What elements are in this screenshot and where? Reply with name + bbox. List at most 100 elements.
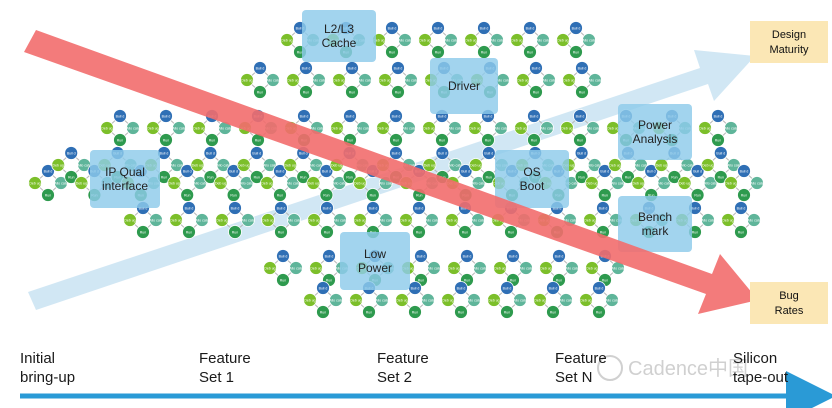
debug-node-label: Deb ug — [287, 79, 298, 83]
run-node-label: Run — [625, 176, 631, 180]
feature-box-shape — [495, 150, 569, 208]
allocate-node-label: Allo cate — [358, 79, 371, 83]
debug-node-label: Deb ug — [423, 127, 434, 131]
run-node — [316, 305, 330, 319]
feature-box-driver: Driver — [430, 58, 498, 114]
allocate-node-label: Allo cate — [588, 164, 601, 168]
debug-node — [418, 33, 432, 47]
allocate-node-label: Allo cate — [701, 219, 714, 223]
watermark-text: Cadence中国 — [628, 357, 748, 380]
allocate-node-label: Allo cate — [611, 267, 624, 271]
build-node-label: Buil d — [578, 67, 587, 71]
build-node-label: Buil d — [322, 170, 331, 174]
debug-node-label: Deb ug — [442, 299, 453, 303]
debug-node-label: Deb ug — [633, 182, 644, 186]
run-node-label: Run — [232, 231, 238, 235]
build-node-label: Buil d — [319, 287, 328, 291]
run-node-label: Run — [577, 139, 583, 143]
feature-box-label: Driver — [448, 79, 480, 93]
allocate-node-label: Allo cate — [448, 127, 461, 131]
run-node — [299, 85, 313, 99]
debug-node — [51, 158, 66, 172]
debug-node — [608, 158, 622, 172]
run-node-label: Run — [600, 231, 606, 235]
run-node-label: Run — [741, 194, 747, 198]
debug-node — [260, 176, 274, 190]
allocate-node-label: Allo cate — [657, 182, 670, 186]
debug-node-label: Deb ug — [607, 127, 618, 131]
build-node-label: Buil d — [693, 170, 702, 174]
debug-node — [584, 176, 599, 190]
build-node-label: Buil d — [438, 115, 447, 119]
run-node-label: Run — [255, 139, 261, 143]
run-node — [527, 133, 541, 147]
build-node-label: Buil d — [44, 170, 53, 174]
allocate-node — [540, 121, 554, 135]
build-node — [573, 109, 587, 123]
run-node-label: Run — [416, 231, 422, 235]
debug-node-label: Deb ug — [540, 267, 551, 271]
debug-node-label: Deb ug — [304, 299, 315, 303]
allocate-node — [519, 261, 533, 275]
debug-node-label: Deb ug — [170, 219, 181, 223]
debug-node-label: Deb ug — [101, 127, 112, 131]
allocate-node — [586, 121, 600, 135]
build-node — [113, 109, 127, 123]
debug-node — [263, 261, 277, 275]
build-node-label: Buil d — [740, 170, 749, 174]
run-node — [734, 225, 748, 239]
run-node-label: Run — [297, 51, 303, 55]
allocate-node-label: Allo cate — [494, 127, 507, 131]
run-node-label: Run — [464, 279, 470, 283]
allocate-node — [149, 213, 163, 227]
run-node-label: Run — [531, 139, 537, 143]
allocate-node-label: Allo cate — [240, 182, 253, 186]
debug-node-label: Deb ug — [147, 127, 158, 131]
build-node — [180, 164, 195, 178]
build-node-label: Buil d — [484, 152, 493, 156]
run-node-label: Run — [738, 231, 744, 235]
debug-node-label: Deb ug — [285, 164, 296, 168]
run-node-label: Run — [140, 231, 146, 235]
allocate-node-label: Allo cate — [54, 182, 67, 186]
build-node-label: Buil d — [279, 255, 288, 259]
debug-node-label: Deb ug — [192, 164, 203, 168]
design-maturity-box — [750, 21, 828, 63]
milestone-initial-bring-up: Initial bring-up — [20, 350, 76, 386]
allocate-node-label: Allo cate — [241, 219, 254, 223]
allocate-node-label: Allo cate — [286, 182, 299, 186]
allocate-node-label: Allo cate — [404, 79, 417, 83]
allocate-node — [467, 293, 481, 307]
run-node-label: Run — [230, 194, 236, 198]
build-node — [431, 21, 445, 35]
debug-node — [631, 176, 646, 190]
run-node-label: Run — [508, 231, 514, 235]
debug-node-label: Deb ug — [446, 219, 457, 223]
allocate-node — [494, 121, 508, 135]
build-node-label: Buil d — [162, 115, 171, 119]
debug-node-label: Deb ug — [216, 219, 227, 223]
build-node-label: Buil d — [532, 67, 541, 71]
build-node-label: Buil d — [183, 170, 192, 174]
run-node-label: Run — [412, 311, 418, 315]
run-node — [435, 133, 449, 147]
run-node-label: Run — [117, 139, 123, 143]
run-node — [136, 225, 150, 239]
allocate-node-label: Allo cate — [77, 164, 90, 168]
debug-node-label: Deb ug — [354, 182, 365, 186]
allocate-node-label: Allo cate — [586, 127, 599, 131]
allocate-node-label: Allo cate — [402, 127, 415, 131]
debug-node — [698, 121, 712, 135]
